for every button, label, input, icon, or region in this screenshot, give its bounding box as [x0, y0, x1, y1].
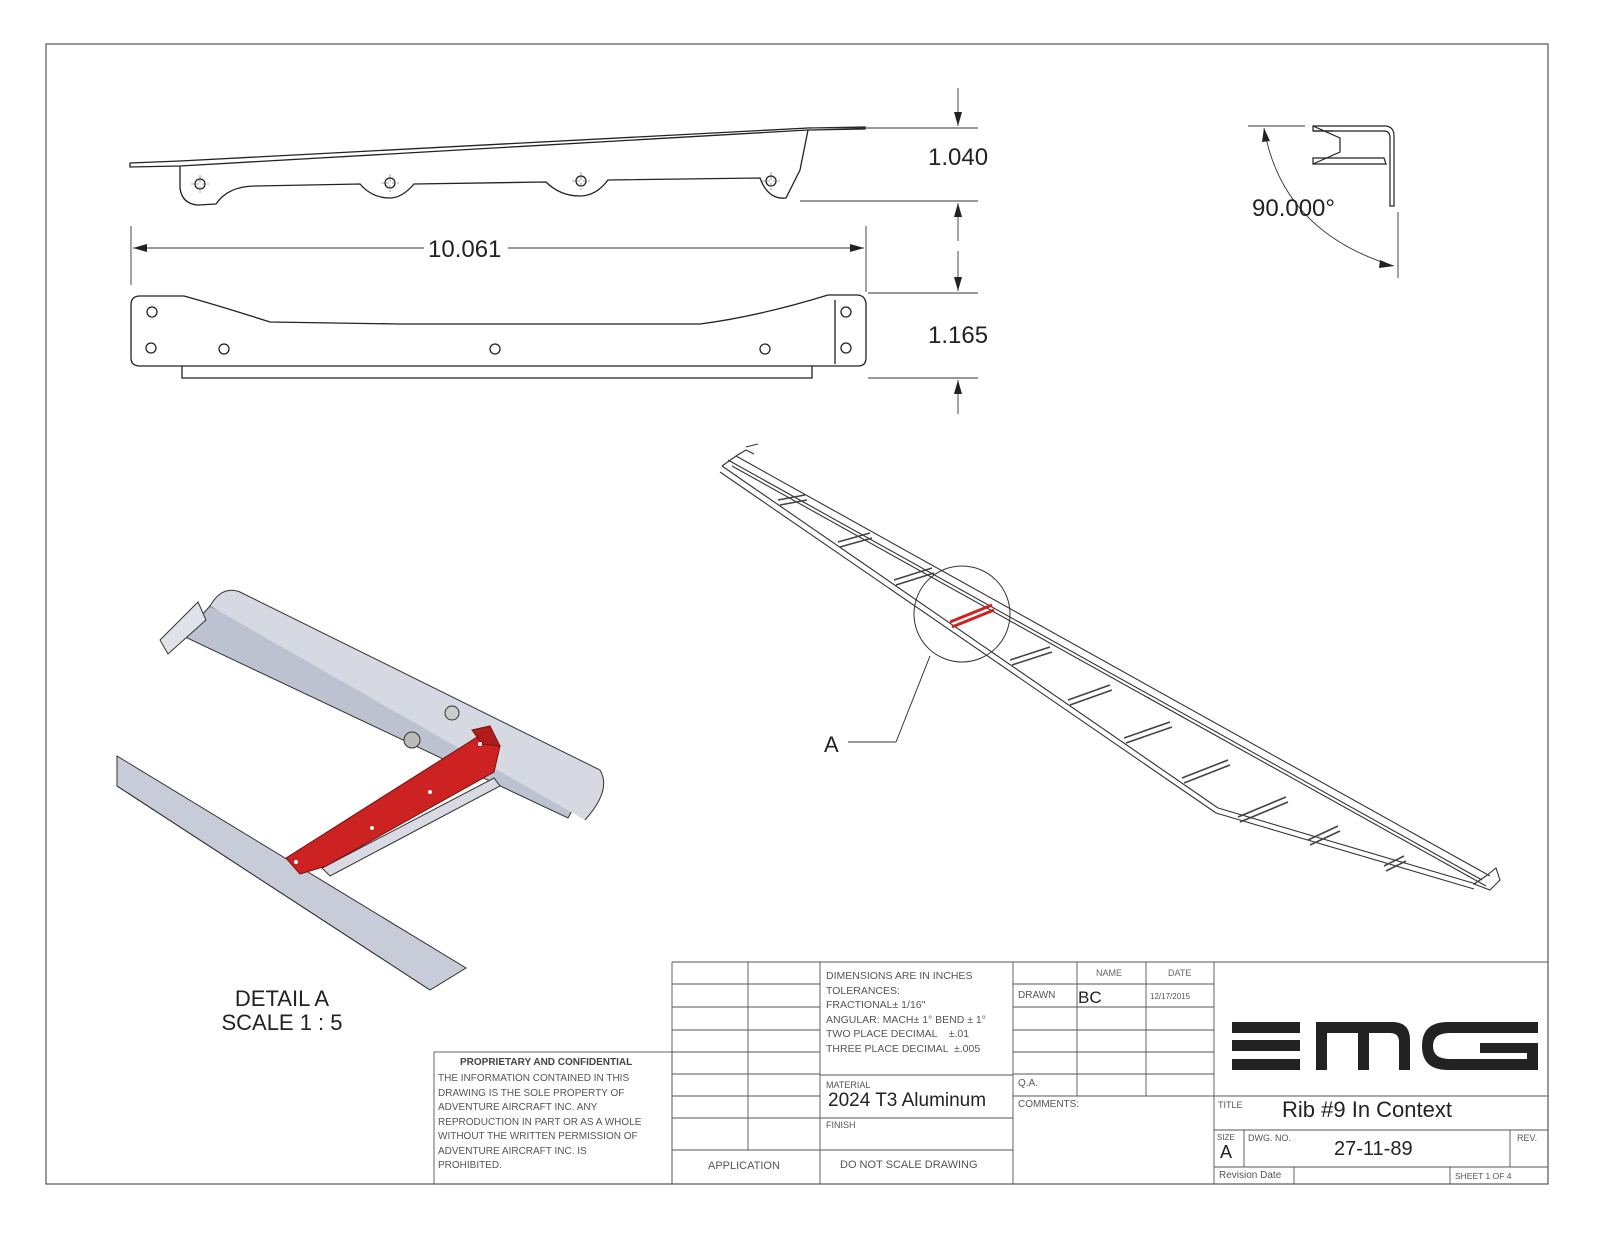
detail-leader — [848, 655, 931, 743]
detail-callout-letter: A — [824, 732, 839, 757]
tolerance-line: TOLERANCES: — [826, 984, 900, 997]
name-header: NAME — [1096, 968, 1123, 978]
wing-ribs — [777, 494, 1407, 872]
revision-date-label: Revision Date — [1219, 1170, 1282, 1181]
detail-circle — [913, 565, 1011, 663]
tolerance-line: FRACTIONAL± 1/16" — [826, 999, 926, 1012]
size-value: A — [1220, 1142, 1233, 1162]
material-value: 2024 T3 Aluminum — [828, 1090, 987, 1111]
proprietary-line: REPRODUCTION IN PART OR AS A WHOLE — [438, 1116, 642, 1128]
proprietary-notice: THE INFORMATION CONTAINED IN THIS DRAWIN… — [438, 1072, 641, 1174]
size-label: SIZE — [1217, 1133, 1235, 1142]
dim-length: 10.061 — [428, 236, 501, 263]
tolerance-line: DIMENSIONS ARE IN INCHES — [826, 970, 973, 982]
drawing-title: Rib #9 In Context — [1282, 1097, 1452, 1122]
highlighted-rib-small — [949, 603, 995, 629]
proprietary-line: ADVENTURE AIRCRAFT INC. IS — [438, 1145, 587, 1157]
sheet-number: SHEET 1 OF 4 — [1455, 1171, 1512, 1181]
proprietary-line: ADVENTURE AIRCRAFT INC. ANY — [438, 1102, 598, 1113]
angle-dimension — [1248, 125, 1399, 278]
dim-height-top: 1.040 — [928, 144, 988, 171]
tolerance-notes: DIMENSIONS ARE IN INCHES TOLERANCES: FRA… — [826, 969, 986, 1057]
material-label: MATERIAL — [826, 1080, 871, 1090]
wing-frame-isometric — [719, 443, 1501, 891]
tolerance-line: THREE PLACE DECIMAL ±.005 — [826, 1042, 981, 1055]
application-label: APPLICATION — [708, 1160, 780, 1172]
detail-scale: SCALE 1 : 5 — [221, 1010, 342, 1035]
comments-label: COMMENTS: — [1018, 1099, 1080, 1110]
detail-a-view — [116, 589, 605, 991]
date-header: DATE — [1168, 968, 1192, 978]
sheet-border — [45, 43, 1549, 1185]
emg-logo — [1232, 1022, 1538, 1070]
proprietary-title: PROPRIETARY AND CONFIDENTIAL — [460, 1057, 633, 1068]
title-label: TITLE — [1218, 1100, 1243, 1110]
title-block-grid — [433, 961, 1548, 1185]
dwg-no-label: DWG. NO. — [1248, 1133, 1291, 1143]
rib-side-view-centerlines — [191, 172, 780, 193]
rib-side-view — [129, 126, 866, 206]
tolerance-line: TWO PLACE DECIMAL ±.01 — [826, 1028, 970, 1041]
tolerance-line: ANGULAR: MACH± 1° BEND ± 1° — [826, 1013, 986, 1026]
dim-height-bottom: 1.165 — [928, 322, 988, 349]
drawn-name: BC — [1078, 988, 1102, 1007]
angle-arrows — [1262, 128, 1394, 268]
dim-angle: 90.000° — [1252, 195, 1335, 222]
proprietary-line: THE INFORMATION CONTAINED IN THIS — [438, 1073, 630, 1084]
proprietary-line: DRAWING IS THE SOLE PROPERTY OF — [438, 1087, 625, 1099]
qa-label: Q.A. — [1018, 1078, 1039, 1089]
rib-flat-view — [130, 294, 867, 379]
drawn-date: 12/17/2015 — [1150, 992, 1191, 1001]
detail-title: DETAIL A — [235, 986, 329, 1011]
do-not-scale-note: DO NOT SCALE DRAWING — [840, 1159, 978, 1171]
proprietary-line: PROHIBITED. — [438, 1160, 502, 1171]
dimension-arrows — [133, 112, 962, 394]
dwg-no-value: 27-11-89 — [1334, 1138, 1413, 1160]
rev-label: REV. — [1517, 1133, 1538, 1143]
bend-end-view — [1312, 125, 1395, 207]
finish-label: FINISH — [826, 1120, 856, 1130]
proprietary-line: WITHOUT THE WRITTEN PERMISSION OF — [438, 1131, 638, 1142]
drawn-label: DRAWN — [1018, 990, 1056, 1001]
